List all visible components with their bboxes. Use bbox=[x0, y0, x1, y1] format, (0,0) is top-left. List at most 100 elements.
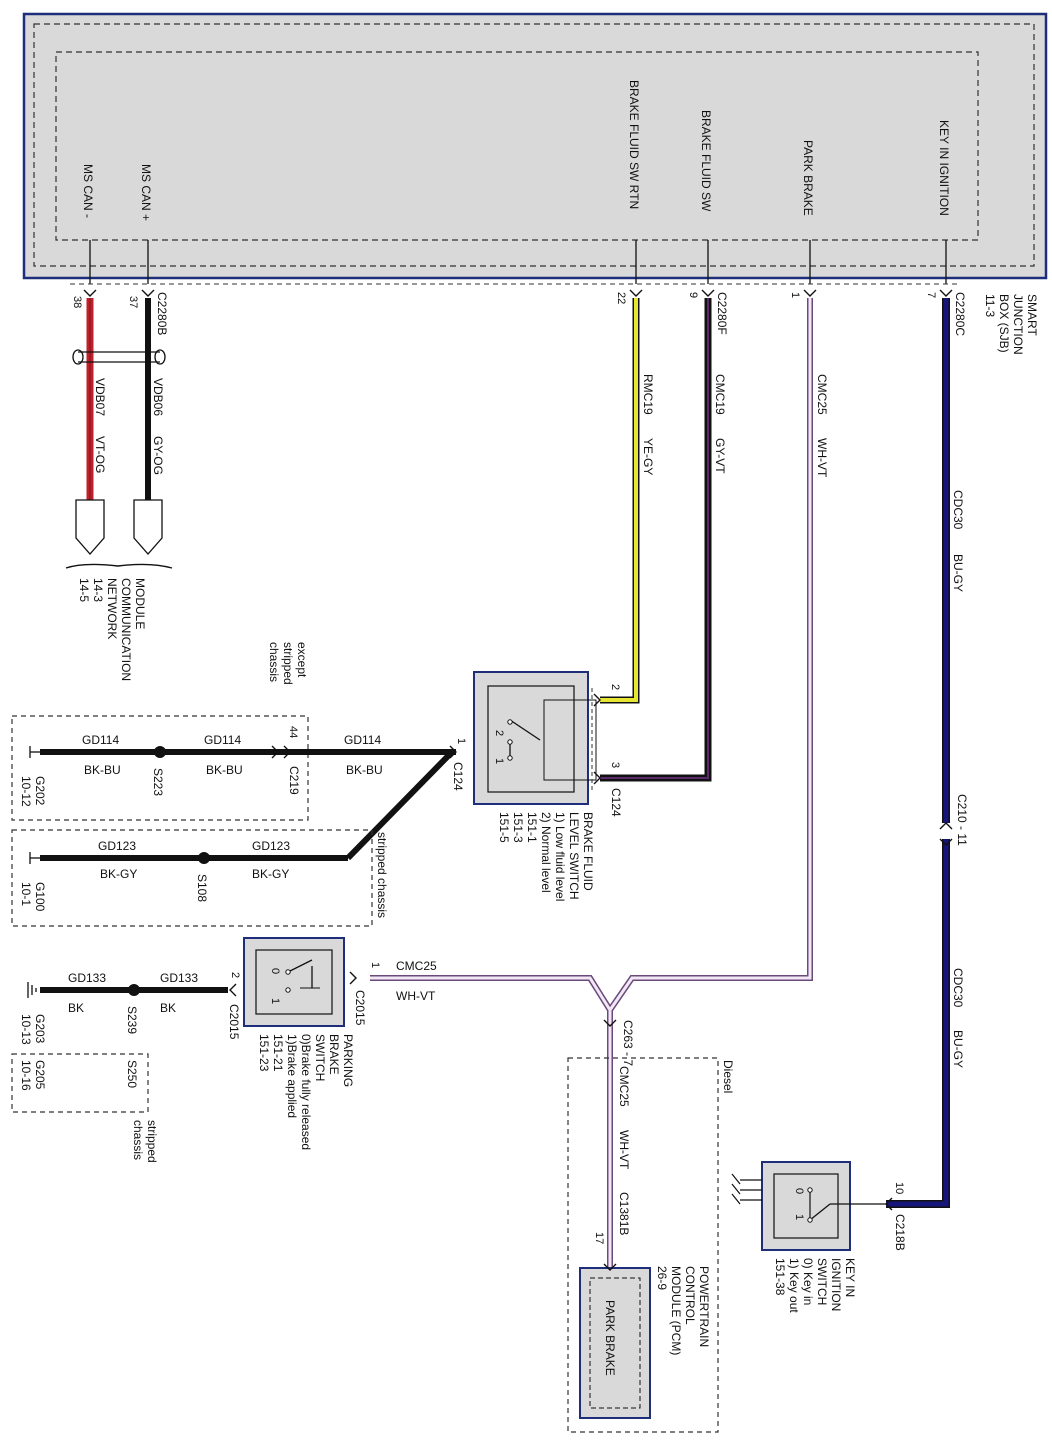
wire-cmc19 bbox=[600, 298, 712, 782]
wire-cmc25b-circuit: CMC25 bbox=[396, 959, 437, 973]
splice-s250-label: S250 bbox=[125, 1060, 139, 1088]
sjb-box-dash-inner bbox=[55, 51, 979, 241]
svg-text:151-5: 151-5 bbox=[497, 812, 511, 843]
svg-text:LEVEL SWITCH: LEVEL SWITCH bbox=[567, 812, 581, 900]
wire-rmc19-color: YE-GY bbox=[641, 438, 655, 475]
wire-gd114c-color: BK-BU bbox=[346, 763, 383, 777]
ground-g100: G100 bbox=[33, 882, 47, 912]
stripped-box bbox=[11, 829, 373, 927]
sjb-signal-key-in-ignition: KEY IN IGNITION bbox=[937, 120, 951, 216]
pin-37: 37 bbox=[127, 296, 139, 308]
svg-text:MODULE (PCM): MODULE (PCM) bbox=[669, 1266, 683, 1355]
pb-switch-pos-1: 1 bbox=[269, 998, 281, 1004]
connector-c263: C263 - 7 bbox=[621, 1020, 635, 1066]
wire-cmc25 bbox=[370, 298, 813, 1016]
wire-gd123b-color: BK-GY bbox=[252, 867, 289, 881]
sjb-box-dash-outer bbox=[33, 23, 1035, 267]
svg-text:11-3: 11-3 bbox=[983, 294, 997, 317]
wire-vdb07-circuit: VDB07 bbox=[93, 378, 107, 416]
splice-s239 bbox=[128, 984, 140, 996]
connector-c124b: C124 bbox=[609, 788, 623, 817]
wire-gd133b-circuit: GD133 bbox=[160, 971, 198, 985]
pin-9: 9 bbox=[687, 292, 699, 298]
svg-text:0)Brake fully released: 0)Brake fully released bbox=[299, 1034, 313, 1150]
pb-switch-pos-0: 0 bbox=[269, 968, 281, 974]
parking-brake-switch-box bbox=[243, 937, 345, 1027]
splice-s108 bbox=[198, 852, 210, 864]
wire-cdc30 bbox=[886, 298, 950, 1208]
svg-text:26-9: 26-9 bbox=[655, 1266, 669, 1290]
svg-text:SWITCH: SWITCH bbox=[815, 1258, 829, 1305]
sjb-signal-ms-can-plus: MS CAN + bbox=[139, 164, 153, 221]
stripped-box-2 bbox=[11, 1053, 149, 1113]
pin-10: 10 bbox=[893, 1182, 905, 1194]
ground-g203-ref: 10-13 bbox=[19, 1014, 33, 1045]
svg-text:MODULE: MODULE bbox=[133, 578, 147, 629]
key-in-switch-box bbox=[761, 1161, 851, 1251]
bfl-pin-3: 3 bbox=[609, 762, 621, 768]
pcm-pin-park-brake: PARK BRAKE bbox=[603, 1300, 617, 1376]
svg-text:CONTROL: CONTROL bbox=[683, 1266, 697, 1325]
svg-text:14-5: 14-5 bbox=[77, 578, 91, 602]
connector-c210: C210 - 11 bbox=[955, 794, 969, 846]
bfl-switch-pos-2: 2 bbox=[493, 730, 505, 736]
svg-text:BOX (SJB): BOX (SJB) bbox=[997, 294, 1011, 353]
svg-text:except: except bbox=[295, 642, 309, 678]
pcm-box bbox=[579, 1267, 651, 1419]
pb-pin-2: 2 bbox=[229, 972, 241, 978]
wire-cmc25-circuit: CMC25 bbox=[815, 374, 829, 415]
brake-fluid-switch-box bbox=[473, 671, 589, 805]
svg-text:151-1: 151-1 bbox=[525, 812, 539, 843]
wire-gd114b-color: BK-BU bbox=[206, 763, 243, 777]
wire-gd114b-circuit: GD114 bbox=[204, 733, 241, 747]
connector-c1381b: C1381B bbox=[617, 1192, 631, 1235]
connector-c2280c: C2280C bbox=[953, 292, 967, 336]
mcn-terminal-2 bbox=[133, 499, 163, 555]
bfl-switch-pos-1: 1 bbox=[493, 758, 505, 764]
svg-text:2) Normal level: 2) Normal level bbox=[539, 812, 553, 893]
svg-text:1) Low fluid level: 1) Low fluid level bbox=[553, 812, 567, 901]
svg-text:JUNCTION: JUNCTION bbox=[1011, 294, 1025, 355]
svg-text:BRAKE FLUID: BRAKE FLUID bbox=[581, 812, 595, 891]
wire-gd133a-color: BK bbox=[68, 1001, 84, 1015]
wire-gd114c-circuit: GD114 bbox=[344, 733, 381, 747]
connector-c218b: C218B bbox=[893, 1214, 907, 1251]
splice-s239-label: S239 bbox=[125, 1006, 139, 1034]
wire-gd123a-circuit: GD123 bbox=[98, 839, 136, 853]
key-in-switch-label: KEY IN IGNITION SWITCH 0) Key in 1) Key … bbox=[773, 1258, 857, 1313]
wire-cmc25c-circuit: CMC25 bbox=[617, 1066, 631, 1107]
svg-text:0) Key in: 0) Key in bbox=[801, 1258, 815, 1305]
wire-vdb06-color: GY-OG bbox=[151, 436, 165, 475]
splice-s223-label: S223 bbox=[151, 768, 165, 796]
connector-c2280f: C2280F bbox=[715, 292, 729, 335]
sjb-signal-park-brake: PARK BRAKE bbox=[801, 140, 815, 216]
svg-text:KEY IN: KEY IN bbox=[843, 1258, 857, 1297]
sjb-box bbox=[22, 12, 1048, 280]
ground-g202-ref: 10-12 bbox=[19, 776, 33, 807]
mcn-terminal-1 bbox=[75, 499, 105, 555]
wire-cdc30b-circuit: CDC30 bbox=[951, 968, 965, 1008]
wire-cdc30b-color: BU-GY bbox=[951, 1030, 965, 1068]
wire-cdc30-circuit: CDC30 bbox=[951, 490, 965, 530]
except-stripped-box bbox=[11, 715, 309, 821]
connector-c2015b: C2015 bbox=[227, 1004, 241, 1040]
svg-text:BRAKE: BRAKE bbox=[327, 1034, 341, 1075]
splice-s223 bbox=[154, 746, 166, 758]
connector-c124: C124 bbox=[451, 762, 465, 791]
svg-text:151-23: 151-23 bbox=[257, 1034, 271, 1072]
sjb-signal-ms-can-minus: MS CAN - bbox=[81, 164, 95, 218]
ki-switch-pos-1: 1 bbox=[793, 1214, 805, 1220]
connector-c2280b: C2280B bbox=[155, 292, 169, 335]
wire-gd133b-color: BK bbox=[160, 1001, 176, 1015]
pin-38: 38 bbox=[71, 296, 83, 308]
svg-text:NETWORK: NETWORK bbox=[105, 578, 119, 639]
brake-fluid-switch-label: BRAKE FLUID LEVEL SWITCH 1) Low fluid le… bbox=[497, 812, 595, 901]
pin-22: 22 bbox=[615, 292, 627, 304]
ground-g205-ref: 10-16 bbox=[19, 1060, 33, 1091]
svg-text:SMART: SMART bbox=[1025, 294, 1039, 336]
pin-7: 7 bbox=[925, 292, 937, 298]
wire-cdc30-color: BU-GY bbox=[951, 554, 965, 592]
ground-g100-ref: 10-1 bbox=[19, 882, 33, 906]
svg-text:stripped: stripped bbox=[145, 1120, 159, 1163]
